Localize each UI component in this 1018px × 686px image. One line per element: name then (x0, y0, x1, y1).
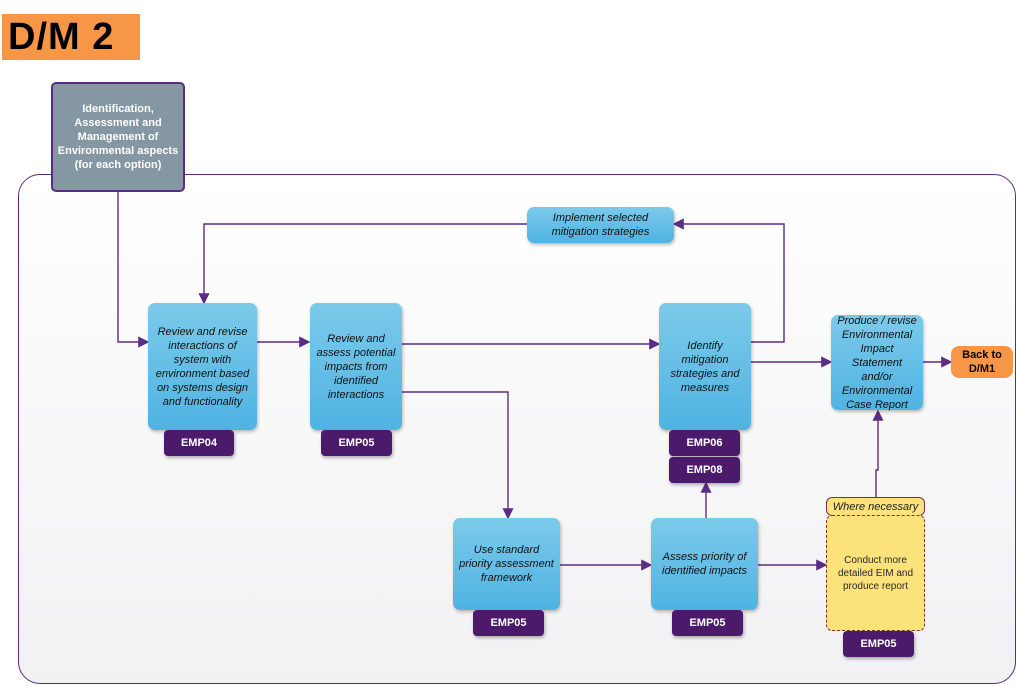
arrow-start-to-review (117, 192, 150, 348)
implement-mitigation-node: Implement selected mitigation strategies (527, 207, 674, 243)
use-standard-framework-tag: EMP05 (473, 610, 544, 636)
conduct-eim-tag: EMP05 (843, 631, 914, 657)
identify-mitigation-node: Identify mitigation strategies and measu… (659, 303, 751, 430)
assess-priority-node: Assess priority of identified impacts (651, 518, 758, 610)
start-node: Identification, Assessment and Managemen… (51, 82, 185, 192)
review-interactions-node: Review and revise interactions of system… (148, 303, 257, 430)
arrow-implement-to-review (198, 223, 527, 305)
page-title: D/M 2 (2, 14, 140, 60)
arrow-assess-to-standard (402, 391, 514, 520)
identify-mitigation-tag-1: EMP06 (669, 430, 740, 456)
review-impacts-node: Review and assess potential impacts from… (310, 303, 402, 430)
review-impacts-tag: EMP05 (321, 430, 392, 456)
where-necessary-label: Where necessary (826, 497, 925, 516)
arrow-conduct-to-produce (872, 409, 884, 497)
assess-priority-tag: EMP05 (672, 610, 743, 636)
conduct-eim-node: Conduct more detailed EIM and produce re… (826, 515, 925, 631)
use-standard-framework-node: Use standard priority assessment framewo… (453, 518, 560, 610)
produce-eis-node: Produce / revise Environmental Impact St… (831, 315, 923, 411)
identify-mitigation-tag-2: EMP08 (669, 457, 740, 483)
arrow-identify-to-implement (672, 218, 785, 343)
back-to-dm1-node: Back to D/M1 (951, 346, 1013, 378)
review-interactions-tag: EMP04 (164, 430, 234, 456)
